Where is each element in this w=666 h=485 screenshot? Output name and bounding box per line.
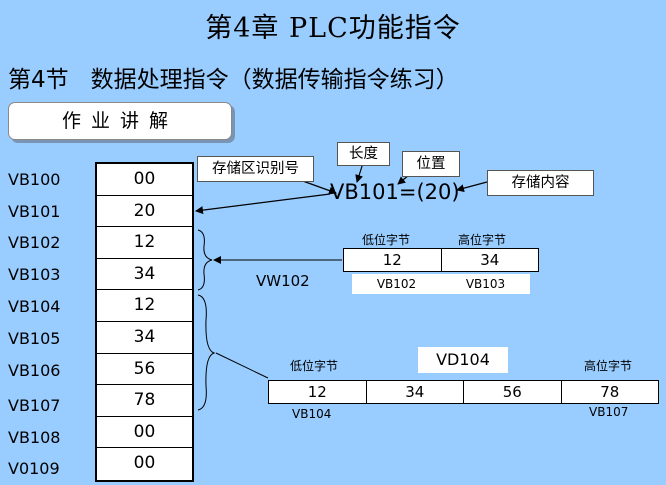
memory-table: 00 20 12 34 12 34 56 78 00 00 xyxy=(95,162,194,482)
address-label: VB106 xyxy=(8,361,61,380)
dword-low-address: VB104 xyxy=(292,407,332,421)
word-address: VB102 xyxy=(376,277,417,291)
word-name: VW102 xyxy=(256,272,310,290)
dword-byte-cell: 34 xyxy=(367,381,464,403)
memory-cell: 78 xyxy=(97,385,192,417)
address-label: VB101 xyxy=(8,202,61,221)
word-high-label: 高位字节 xyxy=(458,233,507,247)
memory-cell: 00 xyxy=(133,453,156,474)
address-label: V0109 xyxy=(8,459,60,478)
content-callout: 存储内容 xyxy=(487,170,594,196)
formula: VB101=(20) xyxy=(330,180,460,204)
address-label: VB100 xyxy=(8,170,61,189)
address-label: VB108 xyxy=(8,428,61,447)
word-address: VB103 xyxy=(465,277,506,291)
word-register: 12 34 xyxy=(343,248,539,272)
memory-cell: 00 xyxy=(97,164,192,196)
storage-id-callout: 存储区识别号 xyxy=(197,156,314,182)
word-address-row: VB102 VB103 xyxy=(352,274,530,294)
position-callout: 位置 xyxy=(402,151,460,177)
dword-register: 12 34 56 78 xyxy=(268,380,659,404)
word-byte-cell: 12 xyxy=(344,249,442,271)
address-label: VB107 xyxy=(8,396,61,415)
dword-byte-cell: 12 xyxy=(269,381,367,403)
dword-high-address: VB107 xyxy=(589,405,629,419)
memory-cell: 20 xyxy=(97,196,192,228)
dword-high-label: 高位字节 xyxy=(584,359,633,373)
memory-cell: 00 xyxy=(97,417,192,449)
dword-low-label: 低位字节 xyxy=(290,359,339,373)
memory-cell: 34 xyxy=(97,322,192,354)
section-number: 第4节 xyxy=(8,67,69,93)
dword-name: VD104 xyxy=(418,347,508,373)
address-label: VB102 xyxy=(8,233,61,252)
address-label: VB103 xyxy=(8,265,61,284)
dword-byte-cell: 56 xyxy=(464,381,562,403)
memory-cell: 34 xyxy=(97,259,192,291)
word-byte-cell: 34 xyxy=(480,251,500,269)
address-label: VB105 xyxy=(8,329,61,348)
word-low-label: 低位字节 xyxy=(362,233,411,247)
section-heading: 第4节数据处理指令（数据传输指令练习） xyxy=(8,60,459,94)
dword-byte-cell: 78 xyxy=(600,383,620,401)
memory-cell: 56 xyxy=(97,354,192,386)
page-title: 第4章 PLC功能指令 xyxy=(205,13,461,44)
address-label: VB104 xyxy=(8,297,61,316)
memory-cell: 12 xyxy=(97,290,192,322)
section-text: 数据处理指令（数据传输指令练习） xyxy=(90,67,459,93)
length-callout: 长度 xyxy=(337,142,390,166)
memory-cell: 12 xyxy=(97,227,192,259)
homework-label: 作业讲解 xyxy=(8,102,232,140)
